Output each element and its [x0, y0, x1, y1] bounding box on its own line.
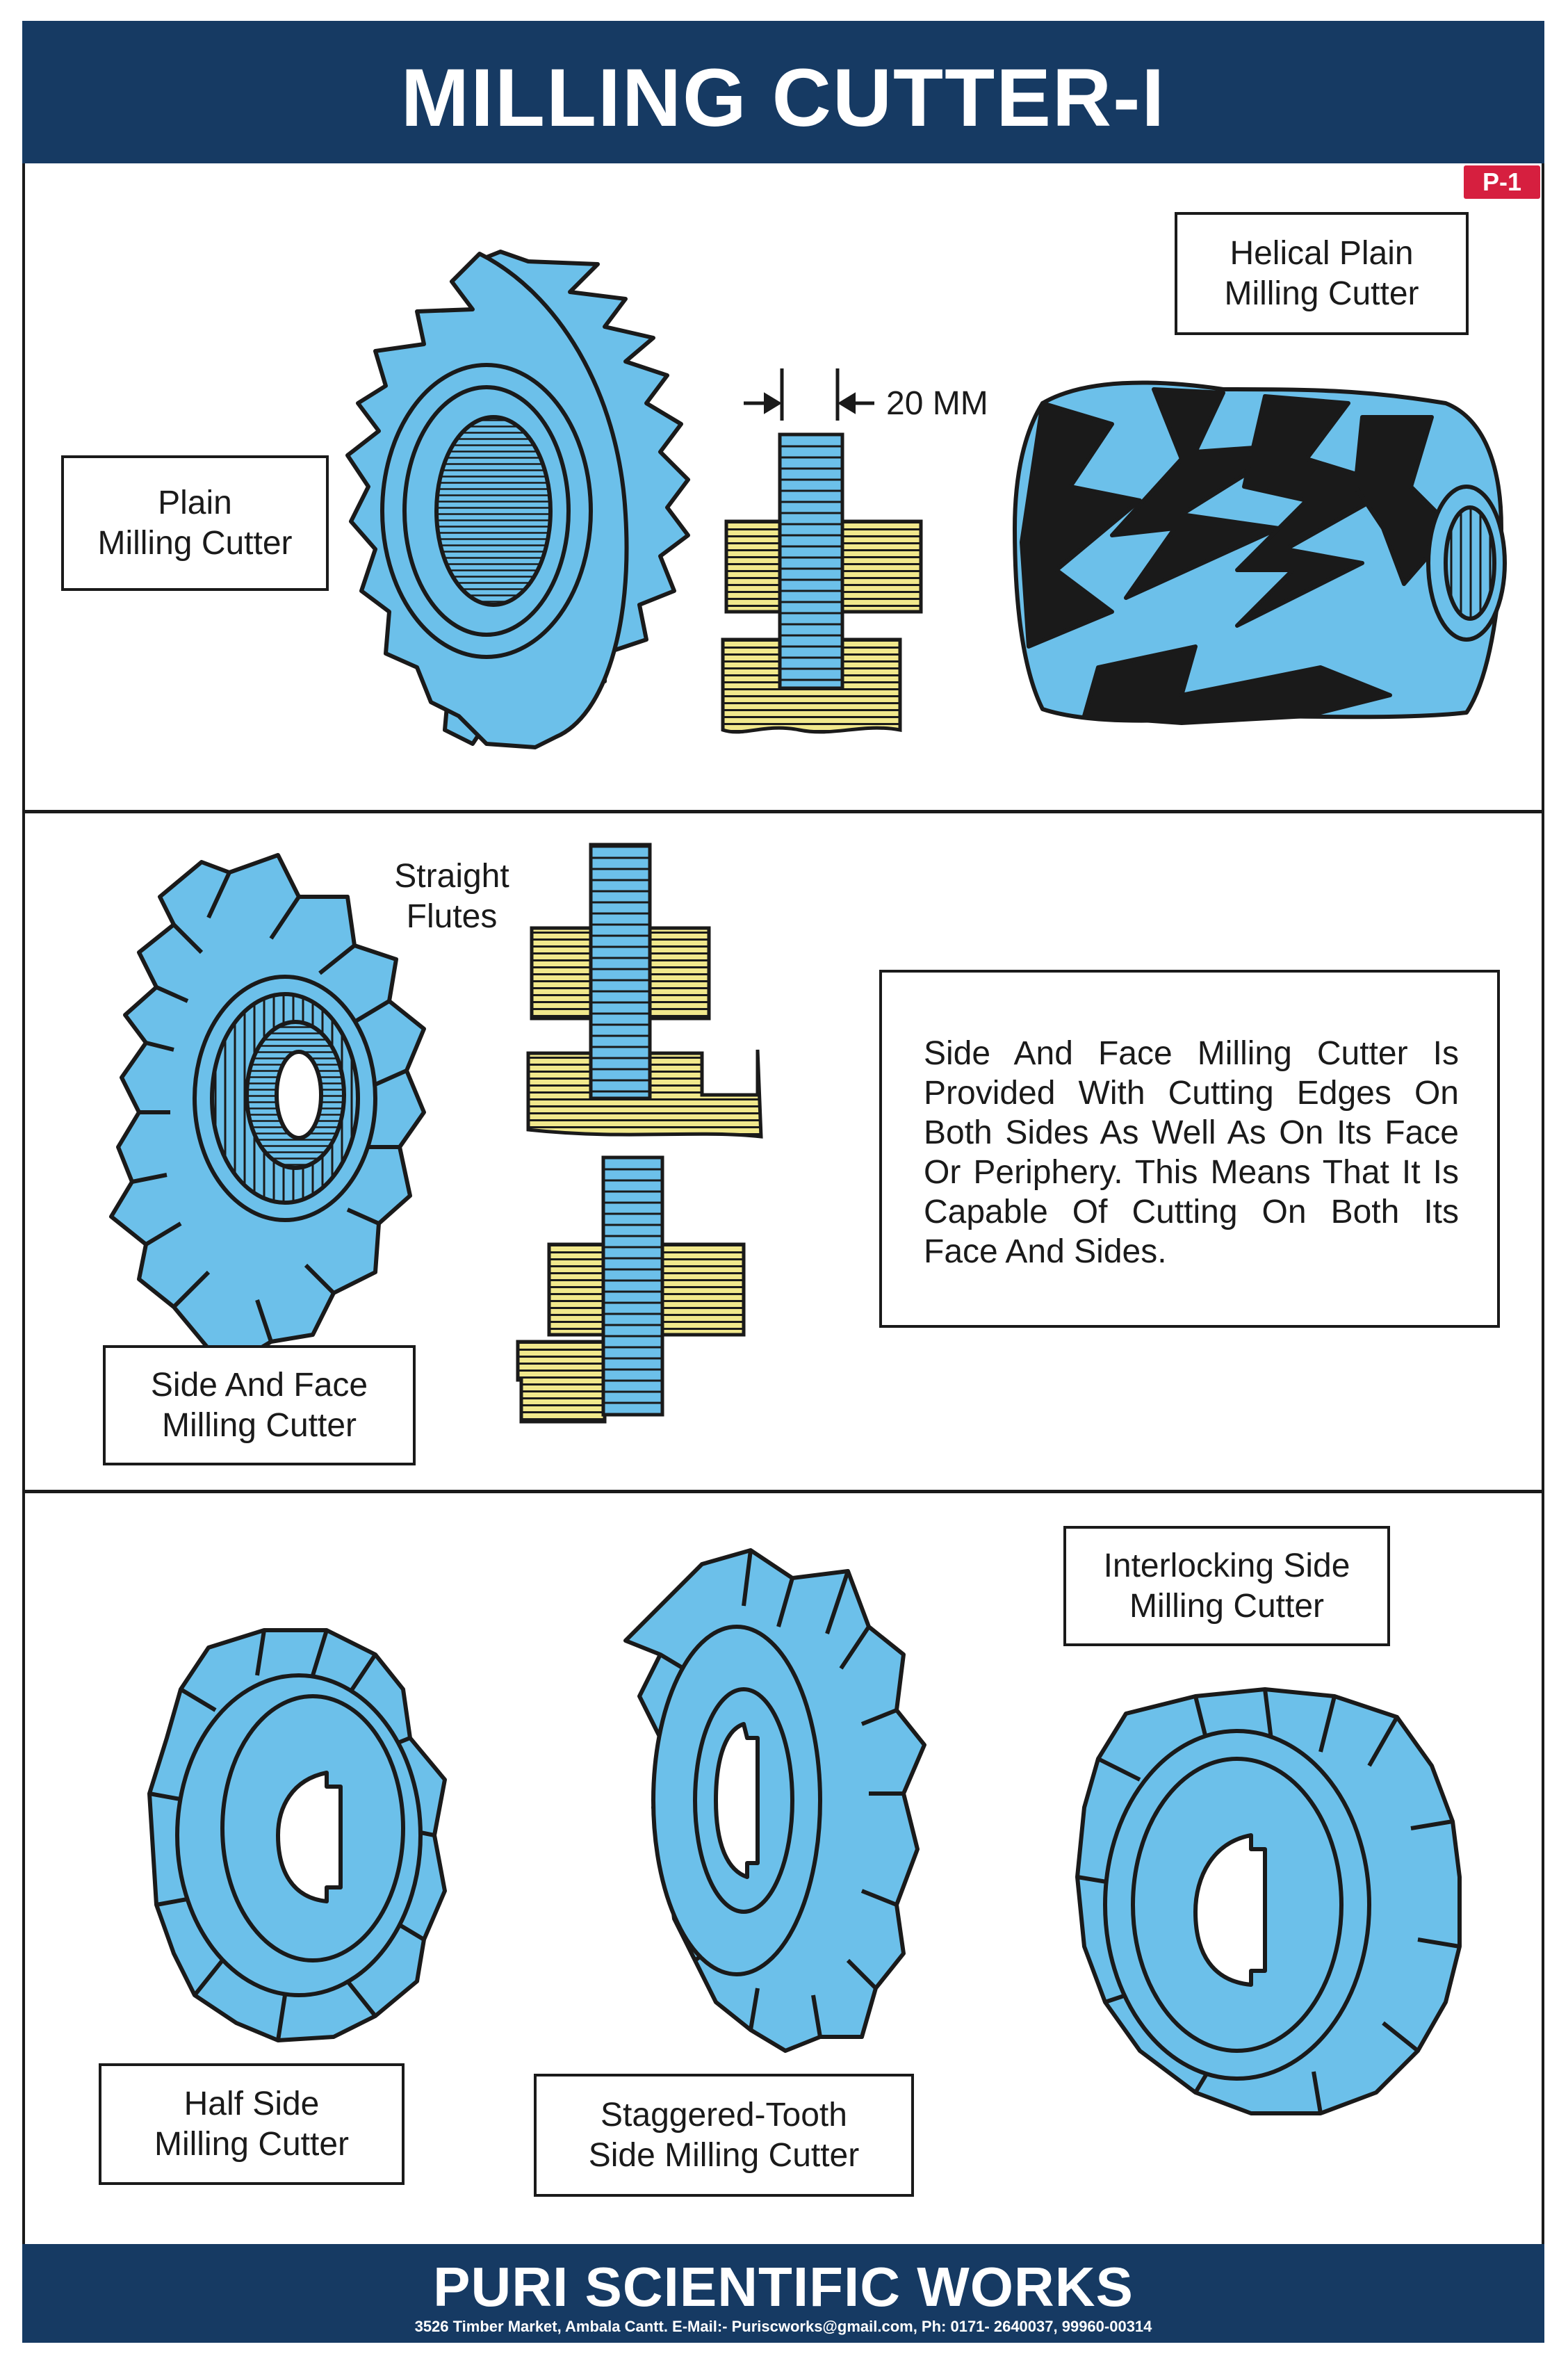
- plain-milling-cutter-drawing: [345, 250, 690, 749]
- page-title: MILLING CUTTER-I: [400, 52, 1166, 144]
- half-side-label-line2: Milling Cutter: [154, 2125, 350, 2163]
- plain-cutter-section-drawing: [721, 368, 923, 734]
- header-bar: MILLING CUTTER-I: [22, 21, 1544, 163]
- interlocking-cutter-drawing: [1075, 1687, 1462, 2115]
- description-text: Side And Face Milling Cutter Is Provided…: [924, 1035, 1459, 1270]
- straight-flutes-label: Straight Flutes: [375, 856, 528, 937]
- staggered-tooth-cutter-drawing: [623, 1548, 926, 2053]
- side-face-label-line1: Side And Face: [150, 1366, 368, 1404]
- description-box: Side And Face Milling Cutter Is Provided…: [879, 970, 1500, 1328]
- half-side-milling-cutter-drawing: [147, 1628, 447, 2042]
- page-badge: P-1: [1464, 165, 1540, 199]
- dimension-label: 20 MM: [886, 385, 988, 422]
- section-divider-1: [22, 810, 1544, 813]
- half-side-label-line1: Half Side: [183, 2085, 320, 2122]
- company-name: PURI SCIENTIFIC WORKS: [433, 2256, 1134, 2318]
- interlocking-label-line1: Interlocking Side: [1103, 1547, 1350, 1584]
- straight-flutes-line2: Flutes: [406, 898, 498, 935]
- plain-cutter-label-line2: Milling Cutter: [97, 524, 293, 562]
- side-face-milling-cutter-drawing: [109, 853, 426, 1365]
- helical-milling-cutter-drawing: [1013, 380, 1507, 725]
- footer-bar: PURI SCIENTIFIC WORKS 3526 Timber Market…: [22, 2244, 1544, 2343]
- straight-flutes-line1: Straight: [394, 858, 509, 895]
- interlocking-label-line2: Milling Cutter: [1129, 1587, 1325, 1625]
- section-divider-2: [22, 1490, 1544, 1493]
- side-face-cutter-label: Side And Face Milling Cutter: [103, 1345, 416, 1465]
- half-side-cutter-label: Half Side Milling Cutter: [99, 2063, 405, 2185]
- plain-cutter-label-line1: Plain: [158, 484, 232, 521]
- staggered-label-line1: Staggered-Tooth: [601, 2096, 847, 2134]
- plain-cutter-label: Plain Milling Cutter: [61, 455, 329, 591]
- helical-cutter-label: Helical Plain Milling Cutter: [1175, 212, 1469, 335]
- interlocking-cutter-label: Interlocking Side Milling Cutter: [1063, 1526, 1390, 1646]
- staggered-tooth-label: Staggered-Tooth Side Milling Cutter: [534, 2074, 914, 2197]
- staggered-label-line2: Side Milling Cutter: [588, 2136, 860, 2174]
- helical-cutter-label-line1: Helical Plain: [1230, 234, 1414, 272]
- side-face-label-line2: Milling Cutter: [161, 1406, 357, 1444]
- side-face-section-drawing: [516, 843, 763, 1424]
- helical-cutter-label-line2: Milling Cutter: [1224, 275, 1419, 312]
- company-address: 3526 Timber Market, Ambala Cantt. E-Mail…: [414, 2318, 1152, 2335]
